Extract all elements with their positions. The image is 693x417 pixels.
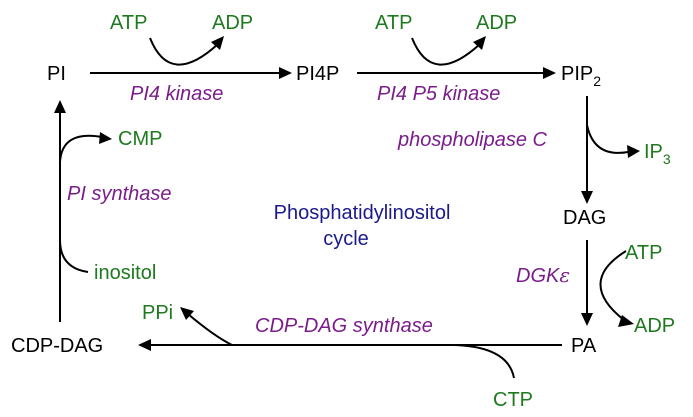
curve-atp-adp-dgk — [599, 250, 634, 327]
enzyme-pi4-kinase: PI4 kinase — [130, 83, 223, 105]
metabolite-dag: DAG — [563, 207, 606, 229]
cofactor-adp-1: ADP — [212, 12, 253, 34]
cofactor-atp-2: ATP — [375, 12, 412, 34]
arrow-pi-to-pi4p — [90, 67, 292, 79]
arrow-pa-to-cdp-dag — [138, 339, 562, 351]
dgk-base: DGK — [516, 265, 561, 287]
enzyme-pi4p5-kinase: PI4 P5 kinase — [377, 83, 500, 105]
curve-atp-adp-pi4p5-kinase — [411, 36, 486, 66]
cofactor-ctp: CTP — [493, 389, 533, 411]
enzyme-phospholipase-c: phospholipase C — [397, 129, 548, 151]
curve-ctp-in — [451, 344, 515, 379]
curve-atp-adp-pi4-kinase — [149, 36, 224, 66]
curve-ppi-out — [180, 307, 233, 346]
arrow-pip2-to-dag — [581, 96, 593, 204]
cofactor-adp-2: ADP — [476, 12, 517, 34]
metabolite-pa: PA — [571, 335, 597, 357]
metabolite-pi: PI — [47, 63, 66, 85]
arrow-dag-to-pa — [581, 240, 593, 326]
arrow-cdp-dag-to-pi — [54, 100, 66, 322]
enzyme-cdp-dag-synthase: CDP-DAG synthase — [255, 315, 433, 337]
cofactor-atp-1: ATP — [110, 12, 147, 34]
cycle-title-line1: Phosphatidylinositol — [274, 202, 451, 224]
curve-ip3-release — [586, 124, 640, 158]
cofactor-atp-3: ATP — [625, 242, 662, 264]
metabolite-cdp-dag: CDP-DAG — [11, 335, 103, 357]
arrow-pi4p-to-pip2 — [357, 67, 556, 79]
curve-cmp-out — [59, 132, 112, 163]
cofactor-ip3: IP3 — [644, 141, 671, 167]
pip2-base: PIP — [561, 63, 593, 85]
enzyme-pi-synthase: PI synthase — [67, 183, 172, 205]
metabolite-pip2: PIP2 — [561, 63, 601, 89]
cofactor-cmp: CMP — [118, 128, 162, 150]
pip2-subscript: 2 — [593, 73, 601, 89]
curve-inositol-in — [59, 239, 89, 273]
cofactor-adp-3: ADP — [634, 315, 675, 337]
metabolite-pi4p: PI4P — [296, 63, 339, 85]
ip3-base: IP — [644, 141, 663, 163]
cofactor-inositol: inositol — [94, 262, 156, 284]
dgk-greek: ε — [559, 263, 570, 287]
enzyme-dgk-epsilon: DGKε — [516, 263, 570, 287]
cofactor-ppi: PPi — [142, 302, 173, 324]
ip3-subscript: 3 — [663, 151, 671, 167]
cycle-title-line2: cycle — [323, 228, 369, 250]
